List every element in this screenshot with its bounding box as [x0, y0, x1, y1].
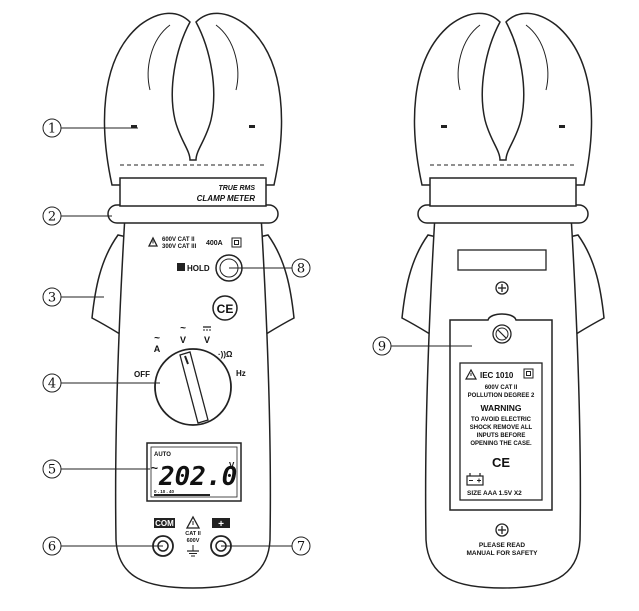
- label-warning-title: WARNING: [480, 403, 521, 413]
- jaw-inner-left: [147, 24, 171, 91]
- ground-icon: [187, 545, 199, 557]
- callout-7-number: 7: [297, 540, 305, 555]
- label-ce-mark: CE: [492, 455, 510, 470]
- callout-1: [42, 118, 62, 138]
- callout-9-number: 9: [378, 340, 386, 355]
- hold-label: HOLD: [187, 264, 210, 273]
- front-view: TRUE RMS CLAMP METER 600V CAT II 300V CA…: [91, 12, 295, 589]
- callout-3-number: 3: [48, 291, 56, 306]
- lcd-ac-symbol: ~: [151, 461, 158, 475]
- dial-continuity-ohms-label: ·))Ω: [218, 350, 233, 359]
- label-warning-line3: INPUTS BEFORE: [477, 433, 526, 439]
- lcd-reading: 202.0: [158, 462, 237, 492]
- back-screw-top-icon: [495, 281, 509, 295]
- safety-label: [459, 362, 543, 501]
- callout-3: [42, 287, 62, 307]
- battery-icon: [466, 473, 484, 486]
- lcd-bargraph: [154, 494, 210, 496]
- callout-2-number: 2: [48, 210, 56, 225]
- jaw-mark-left: [131, 125, 137, 128]
- jack-rating-line1: CAT II: [185, 531, 201, 537]
- back-screw-bottom-icon: [495, 523, 509, 537]
- dial-ac-volts-label: V: [180, 335, 186, 345]
- lcd-display: [146, 442, 242, 502]
- callout-8: [291, 258, 311, 278]
- callout-4: [42, 373, 62, 393]
- lcd-scale-labels: 0 . 10 . 40: [154, 489, 175, 494]
- dial-ac-tilde-a: ~: [154, 333, 160, 344]
- com-label-plate: [154, 518, 175, 528]
- battery-cover-screw-icon: [492, 324, 512, 344]
- jaw-inner-right: [215, 24, 239, 91]
- back-note-line1: PLEASE READ: [479, 542, 526, 549]
- callout-4-number: 4: [48, 377, 56, 392]
- jaw-mark-right: [249, 125, 255, 128]
- back-clamp-jaws: [413, 12, 593, 186]
- dial-off-label: OFF: [134, 370, 150, 379]
- callout-1-number: 1: [48, 122, 56, 137]
- hold-indicator-icon: [177, 263, 185, 271]
- callout-2: [42, 206, 62, 226]
- jack-rating-line2: 600V: [187, 538, 200, 544]
- warning-triangle-icon: [147, 236, 159, 247]
- back-view: IEC 1010 600V CAT II POLLUTION DEGREE 2 …: [401, 12, 605, 589]
- label-warning-triangle-icon: [464, 368, 478, 380]
- ce-mark: CE: [217, 302, 234, 316]
- rating-line2: 300V CAT III: [162, 244, 197, 250]
- back-recess: [457, 249, 547, 271]
- rating-line1: 600V CAT II: [162, 237, 195, 243]
- dial-ac-tilde-v: ~: [180, 323, 186, 334]
- plus-label-plate: [212, 518, 230, 528]
- callout-8-number: 8: [297, 262, 305, 277]
- label-warning-line4: OPENING THE CASE.: [470, 441, 532, 447]
- front-hand-guard: [107, 204, 279, 224]
- double-insulation-icon: [231, 237, 242, 248]
- callout-5: [42, 459, 62, 479]
- dial-dc-volts-label: V: [204, 335, 210, 345]
- brand-panel: [119, 177, 267, 207]
- label-battery-info: SIZE AAA 1.5V X2: [467, 490, 522, 497]
- label-standard: IEC 1010: [480, 371, 514, 380]
- ce-badge: [212, 295, 238, 321]
- rating-current: 400A: [206, 240, 223, 247]
- brand-line1: TRUE RMS: [218, 185, 255, 192]
- callout-7: [291, 536, 311, 556]
- com-label: COM: [155, 519, 174, 528]
- back-hand-guard: [417, 204, 589, 224]
- plus-label: +: [218, 519, 224, 530]
- label-cat: 600V CAT II: [485, 385, 518, 391]
- brand-line2: CLAMP METER: [197, 194, 256, 203]
- lcd-auto-indicator: AUTO: [154, 452, 171, 458]
- callout-6: [42, 536, 62, 556]
- dial-pointer: [184, 355, 189, 365]
- callouts: 1 2 3 4 5 6 7 8 9: [42, 118, 472, 556]
- rotary-dial-knob[interactable]: [179, 351, 209, 424]
- label-warning-line1: TO AVOID ELECTRIC: [471, 417, 532, 423]
- back-top-panel: [429, 177, 577, 207]
- callout-6-number: 6: [48, 540, 56, 555]
- dial-hz-label: Hz: [236, 369, 246, 378]
- callout-5-number: 5: [48, 463, 56, 478]
- back-note-line2: MANUAL FOR SAFETY: [466, 550, 538, 557]
- jack-warning-triangle-icon: [185, 515, 201, 529]
- label-double-insulation-icon: [523, 368, 534, 379]
- callout-9: [372, 336, 392, 356]
- label-pollution: POLLUTION DEGREE 2: [468, 393, 535, 399]
- dial-ac-amps-label: A: [154, 344, 161, 354]
- label-warning-line2: SHOCK REMOVE ALL: [470, 425, 533, 431]
- lcd-unit: V: [229, 461, 235, 470]
- front-clamp-jaws: [103, 12, 283, 186]
